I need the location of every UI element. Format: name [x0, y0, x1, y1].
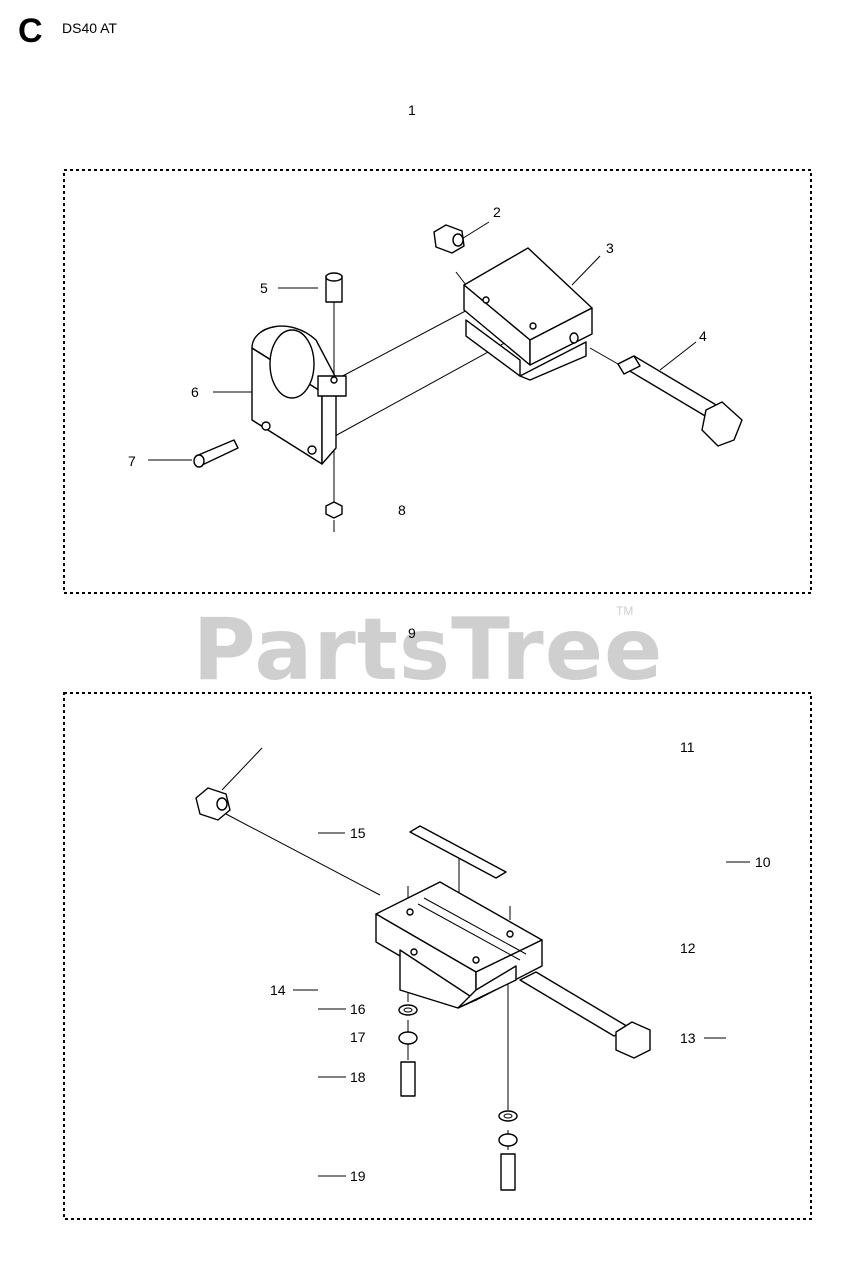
section-letter: C [18, 12, 43, 50]
callout-16: 16 [350, 1001, 366, 1017]
callout-3: 3 [606, 240, 614, 256]
callout-8: 8 [398, 502, 406, 518]
callout-4: 4 [699, 328, 707, 344]
lower-assembly [195, 747, 750, 1191]
callout-17: 17 [350, 1029, 366, 1045]
lower-assembly-box [63, 692, 812, 1220]
callout-2: 2 [493, 204, 501, 220]
callout-12: 12 [680, 940, 696, 956]
callout-10: 10 [755, 854, 771, 870]
callout-9: 9 [408, 625, 416, 641]
callout-14: 14 [270, 982, 286, 998]
callout-1: 1 [408, 102, 416, 118]
callout-6: 6 [191, 384, 199, 400]
callout-13: 13 [680, 1030, 696, 1046]
watermark-tm: TM [616, 604, 634, 618]
callout-15: 15 [350, 825, 366, 841]
watermark-logo: PartsTree [192, 600, 664, 700]
callout-11: 11 [680, 739, 695, 755]
upper-assembly-box [63, 169, 812, 594]
upper-assembly [148, 221, 743, 532]
callout-7: 7 [128, 453, 136, 469]
callout-18: 18 [350, 1069, 366, 1085]
model-name: DS40 AT [62, 20, 117, 36]
callout-19: 19 [350, 1168, 366, 1184]
callout-5: 5 [260, 280, 268, 296]
